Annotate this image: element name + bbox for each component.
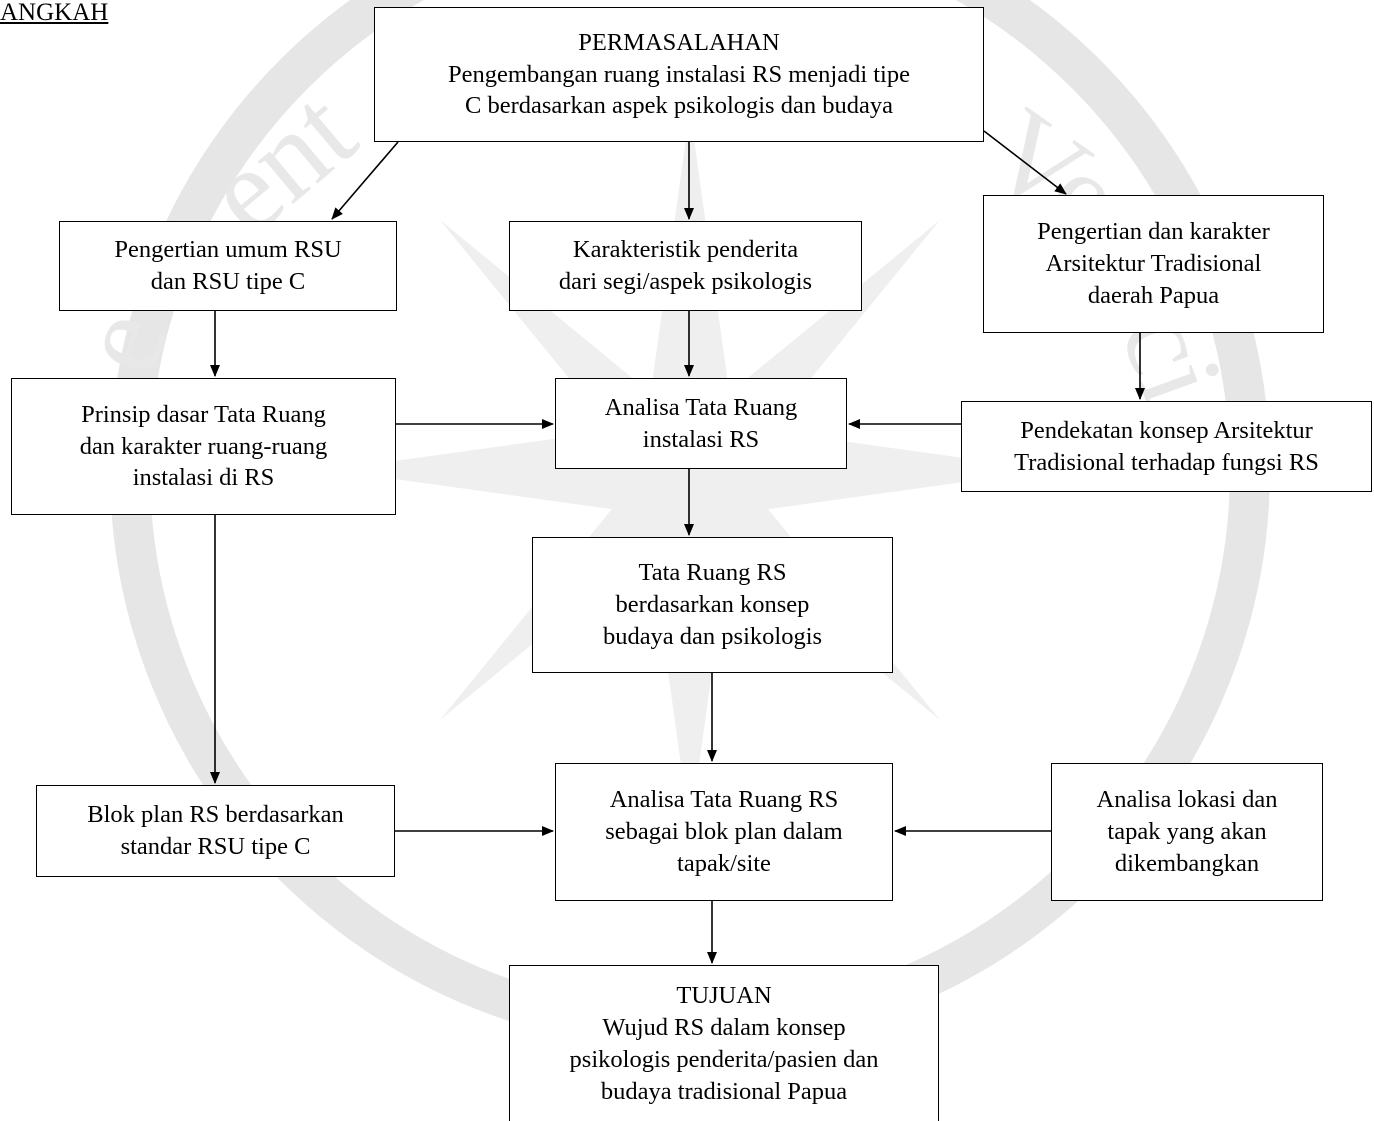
tata-ruang-rs-text: Tata Ruang RS berdasarkan konsep budaya … [602,559,823,650]
prinsip-text: Prinsip dasar Tata Ruang dan karakter ru… [79,400,328,492]
arrow-permasalahan-to-pengertian-rsu [331,141,399,220]
box-pengertian-rsu: Pengertian umum RSU dan RSU tipe C [59,221,397,311]
box-tata-ruang-rs: Tata Ruang RS berdasarkan konsep budaya … [532,537,893,673]
box-analisa-blok: Analisa Tata Ruang RS sebagai blok plan … [555,763,893,901]
analisa-blok-text: Analisa Tata Ruang RS sebagai blok plan … [605,786,843,877]
box-prinsip: Prinsip dasar Tata Ruang dan karakter ru… [11,378,396,515]
blok-plan-text: Blok plan RS berdasarkan standar RSU tip… [87,801,344,860]
analisa-tata-ruang-text: Analisa Tata Ruang instalasi RS [604,393,798,453]
box-tujuan: TUJUAN Wujud RS dalam konsep psikologis p… [509,965,939,1121]
arrow-permasalahan-to-arsitektur [983,130,1067,195]
box-pendekatan: Pendekatan konsep Arsitektur Tradisional… [961,401,1372,492]
tujuan-title: TUJUAN [676,982,772,1009]
box-pengertian-arsitektur: Pengertian dan karakter Arsitektur Tradi… [983,195,1324,333]
box-analisa-tata-ruang: Analisa Tata Ruang instalasi RS [555,378,847,469]
pendekatan-text: Pendekatan konsep Arsitektur Tradisional… [1014,416,1319,476]
section-heading: ANGKAH [0,0,109,26]
box-analisa-lokasi: Analisa lokasi dan tapak yang akan dikem… [1051,763,1323,901]
pengertian-arsitektur-text: Pengertian dan karakter Arsitektur Tradi… [1037,218,1270,309]
permasalahan-title: PERMASALAHAN [578,28,780,56]
box-karakteristik: Karakteristik penderita dari segi/aspek … [509,221,862,311]
karakteristik-text: Karakteristik penderita dari segi/aspek … [558,236,813,295]
box-blok-plan: Blok plan RS berdasarkan standar RSU tip… [36,785,395,877]
permasalahan-text: Pengembangan ruang instalasi RS menjadi … [447,60,910,120]
analisa-lokasi-text: Analisa lokasi dan tapak yang akan dikem… [1096,786,1278,877]
pengertian-rsu-text: Pengertian umum RSU dan RSU tipe C [114,236,342,295]
tujuan-text: Wujud RS dalam konsep psikologis penderi… [569,1013,879,1105]
box-permasalahan: PERMASALAHAN Pengembangan ruang instalasi… [374,7,984,142]
